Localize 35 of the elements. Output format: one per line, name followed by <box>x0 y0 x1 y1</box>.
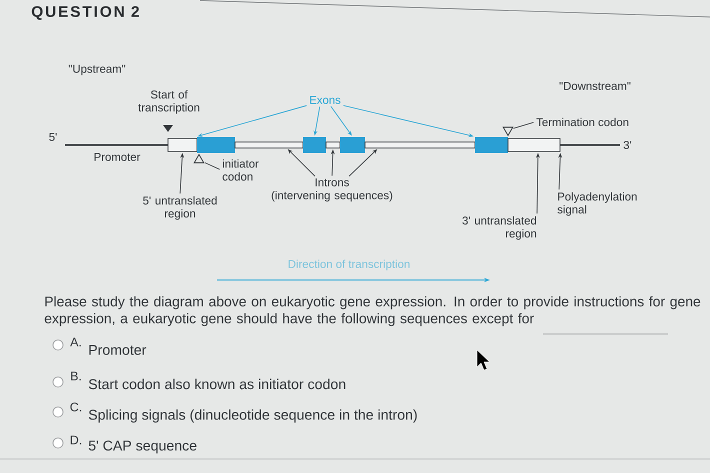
option-text: 5' CAP sequence <box>88 440 196 454</box>
option-text: Promoter <box>89 345 146 355</box>
callout-label: Polyadenylation signal <box>558 192 637 216</box>
option-text: Splicing signals (dinucleotide sequence in the intron) <box>88 409 417 423</box>
exon-block <box>303 137 326 153</box>
option-letter: A. <box>70 338 81 346</box>
heading: QUESTION 2 <box>32 6 139 20</box>
caption-label: Direction of transcription <box>288 260 410 270</box>
intron-segment <box>234 142 304 148</box>
option-letter: C. <box>70 402 82 412</box>
exon-block <box>475 137 508 153</box>
orientation-label: "Downstream" <box>560 82 630 90</box>
leader-line <box>513 122 534 129</box>
callout-label: 5' untranslated region <box>143 196 217 220</box>
untranslated-region-box <box>508 138 560 152</box>
option-letter: B. <box>71 372 81 380</box>
intron-segment <box>326 142 340 148</box>
exon-block <box>197 137 235 153</box>
callout-label: Introns (intervening sequences) <box>272 178 392 202</box>
callout-label: Termination codon <box>536 118 628 126</box>
end-label: 5' <box>49 133 57 141</box>
leader-line <box>204 162 220 170</box>
orientation-label: "Upstream" <box>68 64 126 76</box>
untranslated-region-box <box>168 138 198 152</box>
question-text: Please study the diagram above on eukaryotic gene expression. In order to provide instructions for gene expression, a eukaryotic gene should have the following sequences except for <box>44 296 700 326</box>
callout-label: 3' untranslated region <box>462 216 536 240</box>
option-letter: D. <box>70 436 82 444</box>
end-label: 3' <box>624 140 632 150</box>
callout-label: Exons <box>310 96 340 104</box>
exon-block <box>340 137 365 153</box>
callout-label: Start of transcription <box>138 90 200 114</box>
callout-label: initiator codon <box>222 159 259 181</box>
option-text: Start codon also known as initiator codon <box>88 378 346 390</box>
region-label: Promoter <box>94 153 140 161</box>
intron-segment <box>364 142 476 148</box>
